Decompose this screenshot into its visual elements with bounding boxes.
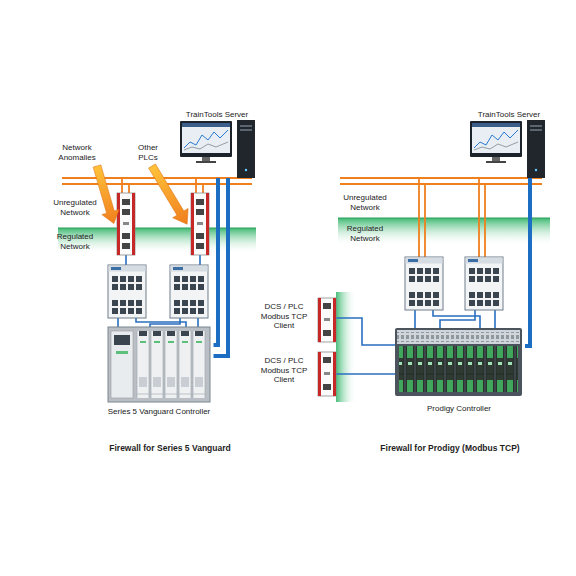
zone-label: Unregulated Network	[52, 198, 98, 217]
network-wire	[494, 310, 496, 328]
device-label: TrainTools Server	[478, 110, 540, 120]
figure-caption: Firewall for Prodigy (Modbus TCP)	[340, 443, 560, 454]
network-wire	[150, 318, 180, 327]
network-wire	[424, 184, 426, 257]
rack-body	[395, 328, 522, 396]
zone-label: Regulated Network	[52, 232, 98, 251]
ground-line	[338, 217, 550, 218]
switch-icon	[170, 265, 208, 318]
firewall-icon	[318, 298, 336, 342]
device-node: TrainTools Server	[468, 110, 550, 178]
network-wire	[195, 178, 197, 193]
network-wire	[484, 184, 486, 257]
terminal-strip	[397, 330, 520, 344]
network-link	[214, 178, 219, 345]
client-label: DCS / PLC Modbus TCP Client	[254, 302, 314, 331]
power-led	[116, 351, 128, 354]
callout-label: Network Anomalies	[54, 143, 100, 162]
network-wire	[414, 310, 416, 328]
device-label: Prodigy Controller	[427, 404, 491, 414]
switch-icon	[108, 265, 146, 318]
regulated-ground	[338, 218, 550, 246]
network-wire	[117, 318, 119, 327]
terminal-row	[397, 332, 520, 342]
firewall-icon	[117, 193, 135, 255]
network-wire	[125, 255, 127, 265]
network-wire	[478, 178, 480, 257]
figure-caption: Firewall for Series 5 Vanguard	[60, 443, 280, 454]
client-label: DCS / PLC Modbus TCP Client	[254, 356, 314, 385]
module-bank	[136, 331, 206, 398]
device-node: Prodigy Controller	[393, 326, 525, 414]
power-module	[111, 331, 133, 398]
switch-icon	[405, 257, 443, 310]
zone-label: Regulated Network	[342, 224, 388, 243]
controller-rack	[395, 328, 522, 396]
network-wire	[440, 310, 475, 328]
device-node: TrainTools Server	[176, 110, 258, 178]
callout-label: Other PLCs	[132, 143, 164, 162]
network-wire	[202, 184, 204, 193]
firewall-icon	[191, 193, 209, 255]
device-node: Series 5 Vanguard Controller	[105, 325, 214, 417]
network-wire	[197, 318, 199, 327]
network-link	[525, 178, 530, 346]
server-icon	[180, 120, 255, 178]
anomaly-arrow	[88, 163, 122, 226]
module-bank	[399, 346, 518, 392]
server-icon	[470, 120, 545, 178]
power-display	[114, 335, 130, 345]
switch-icon	[465, 257, 503, 310]
network-wire	[136, 318, 186, 327]
network-wire	[418, 178, 420, 257]
network-link	[214, 178, 229, 356]
network-wire	[62, 183, 252, 185]
device-label: Series 5 Vanguard Controller	[108, 407, 211, 417]
network-wire	[121, 178, 123, 193]
device-label: TrainTools Server	[186, 110, 248, 120]
network-wire	[340, 183, 542, 185]
controller-rack	[108, 327, 210, 402]
network-wire	[199, 255, 201, 265]
firewall-icon	[318, 352, 336, 396]
network-wire	[336, 318, 395, 345]
network-wire	[336, 373, 395, 375]
regulated-ground	[336, 292, 356, 402]
zone-label: Unregulated Network	[342, 193, 388, 212]
rack-body	[108, 327, 210, 402]
network-wire	[128, 184, 130, 193]
anomaly-arrow	[144, 161, 195, 229]
network-wire	[433, 310, 480, 328]
network-wire	[340, 177, 542, 179]
unregulated-wires	[62, 178, 542, 257]
